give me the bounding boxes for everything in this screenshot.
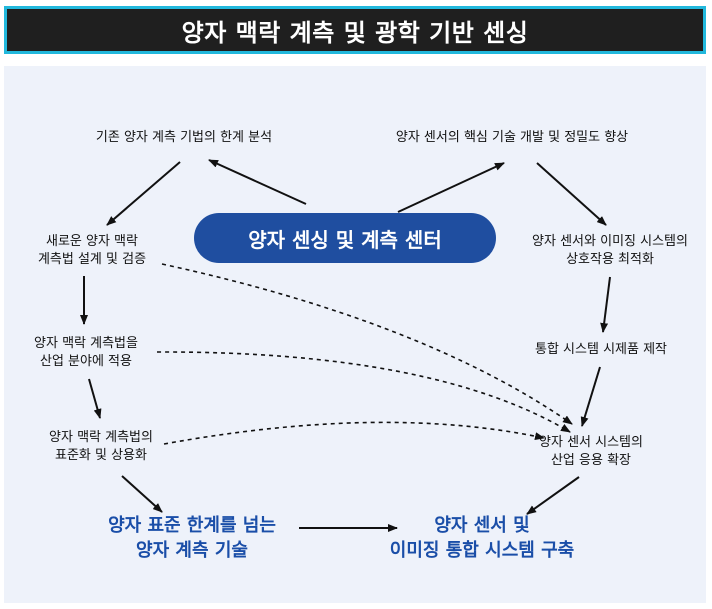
arrow-center-to-core xyxy=(397,162,505,213)
outcome-left-line2: 양자 계측 기술 xyxy=(136,540,248,561)
arrow-standard-to-left-outcome xyxy=(121,475,163,513)
node-expansion-line2: 산업 응용 확장 xyxy=(550,453,632,468)
node-standard-line2: 표준화 및 상용화 xyxy=(54,448,147,463)
outcome-right: 양자 센서 및 이미징 통합 시스템 구축 xyxy=(390,513,574,563)
node-imaging-opt: 양자 센서와 이미징 시스템의 상호작용 최적화 xyxy=(532,233,688,269)
node-industry-line2: 산업 분야에 적용 xyxy=(39,354,132,369)
outcome-right-line1: 양자 센서 및 xyxy=(434,515,530,536)
outcome-left: 양자 표준 한계를 넘는 양자 계측 기술 xyxy=(108,513,276,563)
node-new-method-line1: 새로운 양자 맥락 xyxy=(45,234,138,249)
node-imaging-opt-line1: 양자 센서와 이미징 시스템의 xyxy=(532,234,688,249)
arrow-prototype-to-expansion xyxy=(580,366,601,427)
arrow-expansion-to-right-outcome xyxy=(526,476,580,515)
node-core-tech: 양자 센서의 핵심 기술 개발 및 정밀도 향상 xyxy=(396,129,628,147)
node-imaging-opt-line2: 상호작용 최적화 xyxy=(566,252,654,267)
arrow-core-to-imaging-opt xyxy=(536,162,607,226)
arrow-limits-to-new-method xyxy=(106,161,181,226)
node-new-method-line2: 계측법 설계 및 검증 xyxy=(37,252,147,267)
header-title: 양자 맥락 계측 및 광학 기반 센싱 xyxy=(181,18,529,47)
dashed-arrow-industry-to-expansion xyxy=(156,351,571,433)
center-pill: 양자 센싱 및 계측 센터 xyxy=(194,213,496,263)
dashed-arrow-new-method-to-expansion xyxy=(161,263,573,425)
arrow-layer xyxy=(80,159,611,532)
node-expansion-line1: 양자 센서 시스템의 xyxy=(539,435,643,450)
header-banner: 양자 맥락 계측 및 광학 기반 센싱 xyxy=(4,6,706,54)
center-label: 양자 센싱 및 계측 센터 xyxy=(248,227,442,252)
arrow-center-to-limits xyxy=(208,159,307,205)
diagram-canvas: 양자 센싱 및 계측 센터 기존 양자 계측 기법의 한계 분석 양자 센서의 … xyxy=(4,66,706,603)
dashed-arrow-standard-to-expansion xyxy=(163,421,545,445)
node-core-tech-text: 양자 센서의 핵심 기술 개발 및 정밀도 향상 xyxy=(395,130,629,145)
node-limits: 기존 양자 계측 기법의 한계 분석 xyxy=(96,129,272,147)
node-prototype: 통합 시스템 시제품 제작 xyxy=(535,341,667,359)
arrow-imaging-opt-to-prototype xyxy=(600,276,611,333)
node-industry-line1: 양자 맥락 계측법을 xyxy=(34,336,138,351)
node-standard-line1: 양자 맥락 계측법의 xyxy=(49,430,153,445)
node-prototype-text: 통합 시스템 시제품 제작 xyxy=(535,342,667,357)
node-industry: 양자 맥락 계측법을 산업 분야에 적용 xyxy=(34,335,138,371)
node-limits-text: 기존 양자 계측 기법의 한계 분석 xyxy=(95,130,273,145)
node-new-method: 새로운 양자 맥락 계측법 설계 및 검증 xyxy=(38,233,146,269)
node-expansion: 양자 센서 시스템의 산업 응용 확장 xyxy=(539,434,643,470)
arrow-industry-to-standard xyxy=(88,378,102,419)
node-standard: 양자 맥락 계측법의 표준화 및 상용화 xyxy=(49,429,153,465)
outcome-left-line1: 양자 표준 한계를 넘는 xyxy=(108,515,276,536)
outcome-right-line2: 이미징 통합 시스템 구축 xyxy=(389,540,575,561)
